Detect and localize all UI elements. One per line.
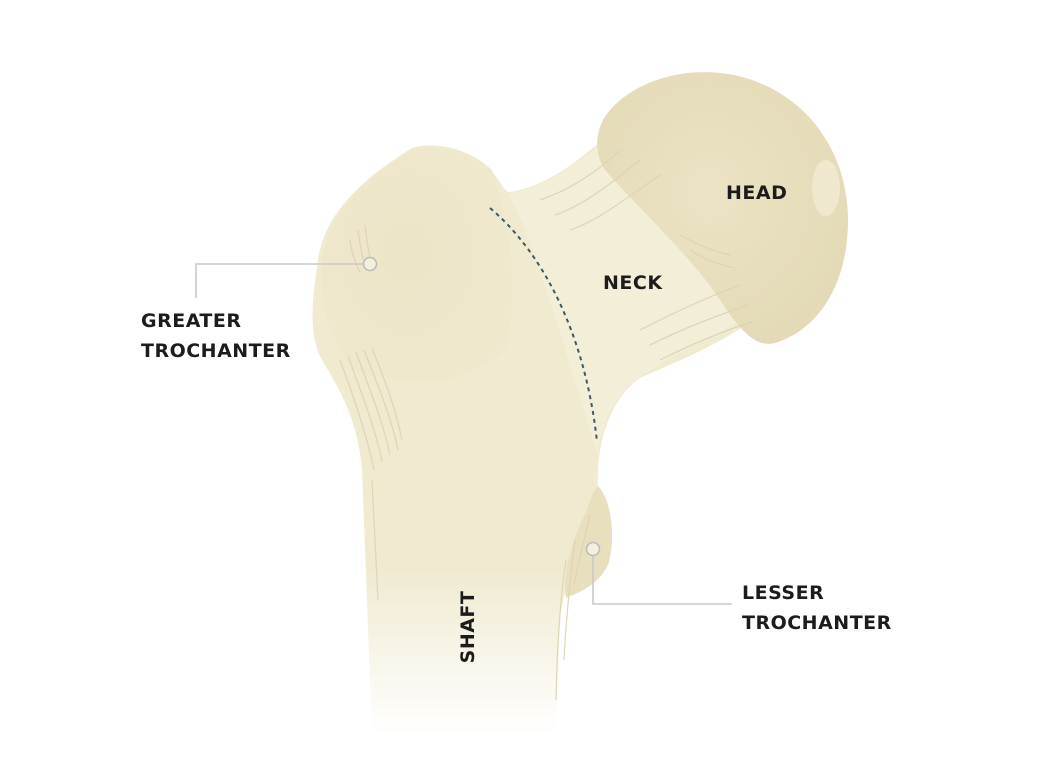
label-lesser-trochanter: LESSER TROCHANTER bbox=[742, 578, 892, 638]
label-lesser-trochanter-line2: TROCHANTER bbox=[742, 608, 892, 638]
label-head: HEAD bbox=[726, 178, 787, 208]
label-greater-trochanter-line1: GREATER bbox=[141, 306, 291, 336]
label-greater-trochanter-line2: TROCHANTER bbox=[141, 336, 291, 366]
fovea-highlight bbox=[812, 160, 840, 216]
label-neck: NECK bbox=[603, 268, 663, 298]
greater-trochanter-shape bbox=[321, 148, 512, 382]
label-greater-trochanter: GREATER TROCHANTER bbox=[141, 306, 291, 366]
label-shaft: SHAFT bbox=[457, 591, 479, 664]
label-lesser-trochanter-line1: LESSER bbox=[742, 578, 892, 608]
